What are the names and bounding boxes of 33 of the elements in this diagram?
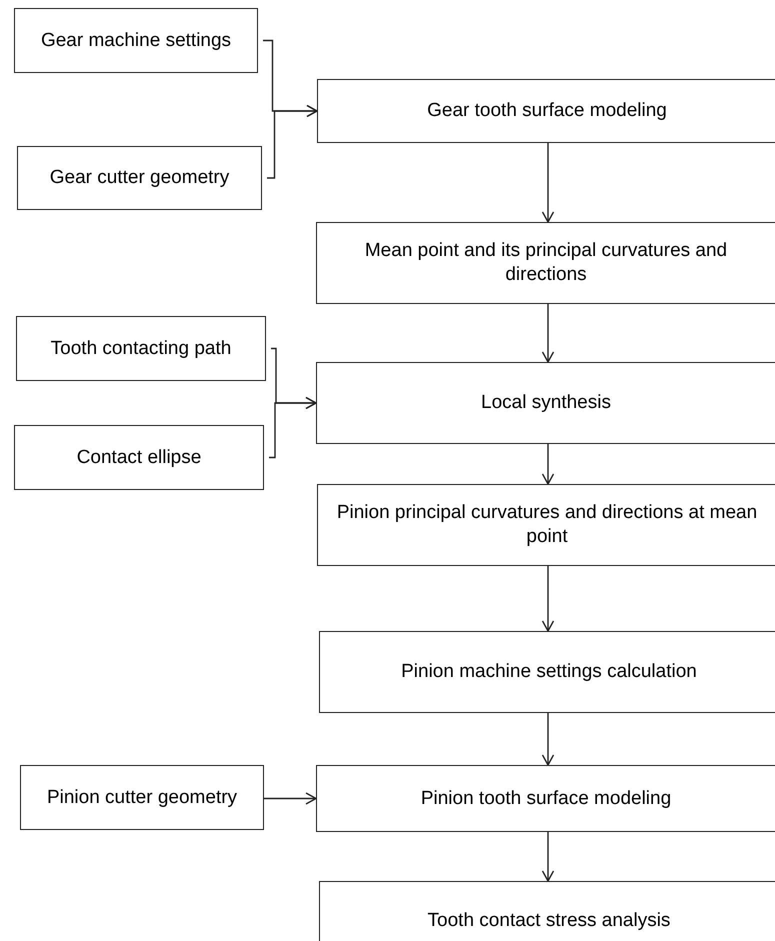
box-label: Contact ellipse bbox=[76, 446, 202, 470]
process-box bbox=[317, 484, 775, 566]
process-box bbox=[319, 631, 775, 713]
box-label: Gear tooth surface modeling bbox=[427, 99, 667, 123]
process-box bbox=[316, 222, 775, 304]
arrow bbox=[542, 566, 554, 632]
process-box bbox=[17, 146, 262, 210]
box-label: Gear cutter geometry bbox=[50, 166, 230, 190]
process-box bbox=[20, 765, 264, 830]
arrow bbox=[542, 713, 554, 766]
arrow bbox=[264, 792, 317, 805]
box-label: Tooth contact stress analysis bbox=[428, 909, 670, 933]
process-box bbox=[316, 765, 775, 832]
arrow bbox=[267, 104, 318, 179]
process-box bbox=[14, 425, 264, 490]
process-box bbox=[319, 881, 775, 941]
box-label: Pinion cutter geometry bbox=[46, 786, 238, 810]
arrow bbox=[269, 396, 317, 458]
process-box bbox=[16, 316, 266, 381]
arrow bbox=[542, 832, 554, 882]
arrow bbox=[542, 444, 554, 485]
box-label: Pinion tooth surface modeling bbox=[420, 786, 672, 810]
box-label: Mean point and its principal curvatures and directions bbox=[364, 239, 728, 287]
process-box bbox=[316, 362, 775, 444]
box-label: Gear machine settings bbox=[40, 28, 232, 52]
box-label: Pinion machine settings calculation bbox=[401, 660, 697, 684]
arrow bbox=[542, 304, 554, 363]
box-label: Pinion principal curvatures and directions at mean point bbox=[336, 501, 758, 549]
box-label: Tooth contacting path bbox=[50, 336, 232, 360]
process-box bbox=[317, 79, 775, 143]
box-label: Local synthesis bbox=[481, 391, 611, 415]
process-box bbox=[14, 8, 258, 73]
arrow bbox=[542, 143, 554, 223]
